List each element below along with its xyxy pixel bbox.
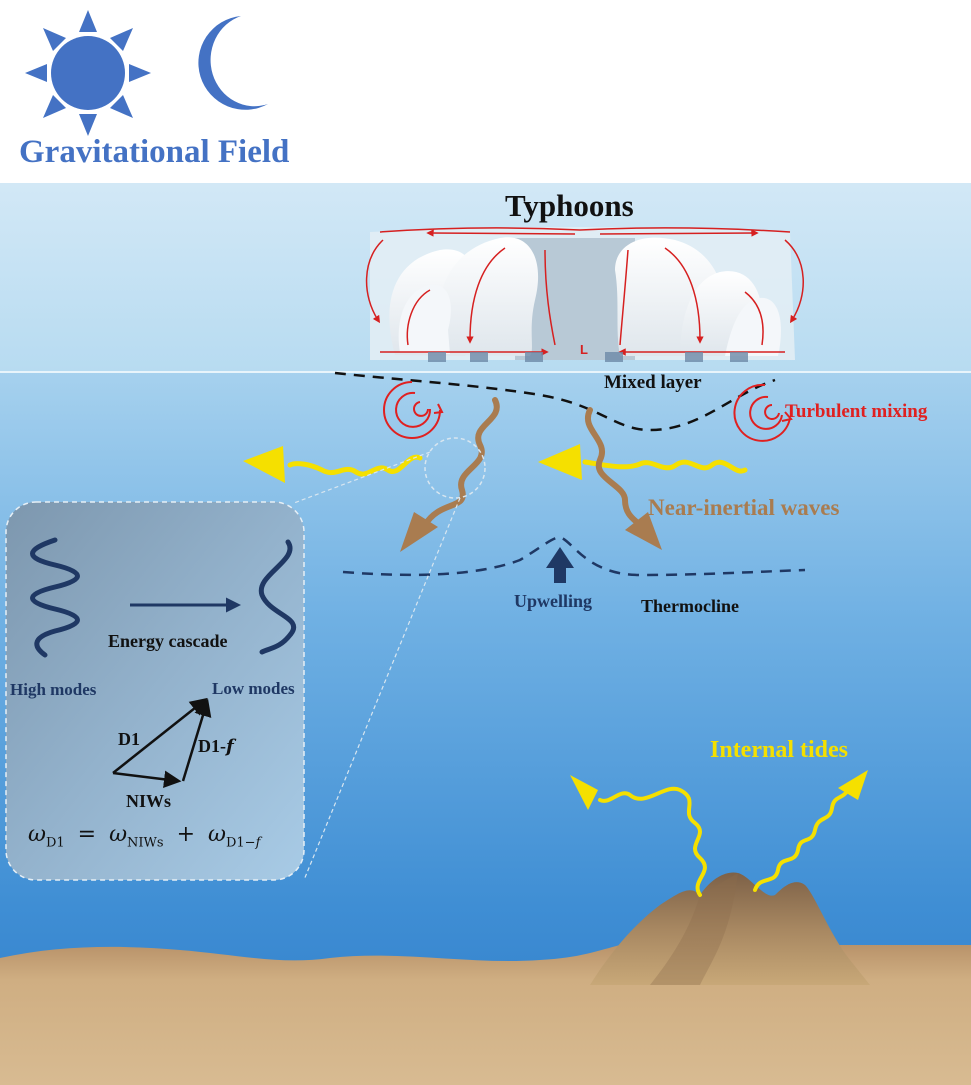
- niws-label: NIWs: [126, 791, 172, 811]
- near-inertial-wave-left: [400, 397, 500, 552]
- gravitational-field-label: Gravitational Field: [19, 134, 290, 170]
- typhoon-center-label: L: [580, 342, 588, 357]
- d1-label: D1: [118, 729, 140, 749]
- zoom-line-upper: [293, 451, 431, 504]
- vector-niws: [112, 770, 182, 788]
- sub-d1-f-text: D1−: [225, 835, 256, 851]
- sub-f: f: [255, 835, 261, 851]
- typhoons-label: Typhoons: [505, 188, 634, 223]
- upwelling-label: Upwelling: [514, 591, 593, 611]
- thermocline-label: Thermocline: [641, 596, 739, 616]
- thermocline-line: [342, 536, 806, 577]
- internal-tide-right: [753, 770, 868, 892]
- high-modes-label: High modes: [10, 680, 97, 699]
- seamount: [590, 872, 870, 985]
- low-modes-wave: [258, 539, 296, 655]
- turbulent-swirl-right: [733, 383, 793, 442]
- vector-d1: [112, 697, 208, 774]
- yellow-wave-right: [538, 444, 748, 480]
- sub-d1: D1: [45, 835, 65, 851]
- omega-niws: ω: [109, 822, 128, 847]
- sub-niws: NIWs: [127, 835, 164, 851]
- near-inertial-waves-label: Near-inertial waves: [648, 495, 840, 520]
- inset-panel: [5, 501, 305, 881]
- moon-icon: [198, 16, 268, 110]
- sub-d1-f: D1−f: [226, 835, 260, 850]
- d1-f-symbol: f: [226, 736, 234, 757]
- d1-f-label: D1-f: [198, 737, 234, 756]
- typhoon-illustration: [365, 227, 804, 362]
- d1-f-text: D1-: [198, 736, 226, 756]
- high-modes-wave: [30, 537, 80, 658]
- seamount-shadow: [650, 873, 738, 985]
- turbulent-swirl-left: [383, 381, 444, 439]
- internal-tides-label: Internal tides: [710, 737, 848, 763]
- zoom-circle: [424, 437, 486, 499]
- mixed-layer-label: Mixed layer: [604, 372, 702, 393]
- upwelling-arrow: [546, 547, 574, 583]
- sun-icon: [25, 10, 151, 136]
- equals-sign: =: [77, 822, 97, 847]
- sky-background: [0, 0, 971, 183]
- frequency-equation: ωD1 = ωNIWs + ωD1−f: [28, 822, 260, 851]
- vector-d1-f: [181, 698, 212, 782]
- omega-d1-f: ω: [208, 822, 226, 847]
- zoom-line-lower: [303, 497, 461, 881]
- omega-d1: ω: [28, 822, 46, 847]
- mixed-layer-line: [334, 371, 776, 432]
- internal-tide-left: [570, 775, 707, 897]
- plus-sign: +: [176, 822, 196, 847]
- yellow-wave-left: [243, 446, 423, 483]
- low-modes-label: Low modes: [212, 679, 295, 698]
- near-inertial-wave-right: [585, 407, 662, 550]
- energy-cascade-label: Energy cascade: [108, 631, 228, 651]
- turbulent-mixing-label: Turbulent mixing: [785, 401, 928, 422]
